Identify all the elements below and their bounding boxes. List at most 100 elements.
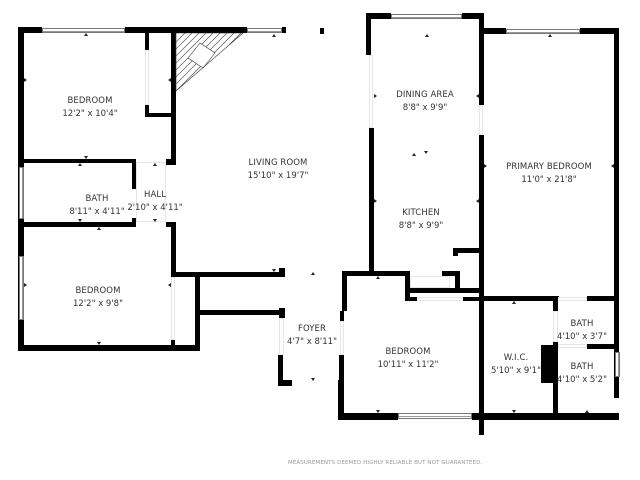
measure-tick	[585, 410, 589, 413]
wall	[405, 297, 417, 301]
wall	[18, 345, 200, 351]
measure-tick	[376, 410, 380, 413]
wall	[171, 340, 175, 348]
wall	[132, 218, 136, 227]
wall	[553, 342, 558, 417]
wall	[455, 271, 460, 291]
window	[391, 14, 462, 19]
room-dimensions: 8'11" x 4'11"	[69, 207, 125, 217]
wall	[462, 13, 484, 19]
room-dimensions: 2'10" x 4'11"	[127, 203, 183, 213]
wall	[366, 13, 371, 55]
door-opening	[558, 297, 587, 301]
room-label-kitchen: KITCHEN 8'8" x 9'9"	[399, 207, 444, 233]
room-label-hall: HALL 2'10" x 4'11"	[127, 189, 182, 215]
measure-tick	[84, 156, 88, 159]
measure-tick	[153, 163, 157, 166]
room-dimensions: 15'10" x 19'7"	[247, 171, 309, 181]
wall	[614, 28, 619, 398]
room-label-wic: W.I.C. 5'10" x 9'1"	[491, 352, 541, 378]
wall	[472, 413, 619, 420]
measure-tick	[412, 153, 416, 156]
measure-tick	[548, 34, 552, 37]
room-dimensions: 4'10" x 5'2"	[557, 375, 607, 385]
room-name: LIVING ROOM	[248, 158, 308, 168]
room-name: BEDROOM	[67, 96, 113, 106]
wall	[580, 28, 602, 34]
measure-tick	[376, 276, 380, 279]
window	[398, 413, 472, 419]
room-label-bedroom-3: BEDROOM 10'11" x 11'2"	[378, 346, 439, 372]
wall	[342, 271, 347, 311]
wall	[279, 308, 285, 318]
wall	[278, 380, 292, 386]
room-name: BATH	[85, 194, 109, 204]
wall	[198, 310, 285, 315]
door-opening	[479, 105, 483, 135]
measure-tick	[424, 151, 428, 154]
door-opening	[136, 162, 166, 222]
room-dimensions: 10'11" x 11'2"	[377, 360, 439, 370]
room-name: W.I.C.	[503, 353, 529, 363]
room-name: HALL	[143, 190, 167, 200]
wall	[24, 159, 136, 163]
wall	[145, 105, 149, 117]
wall	[442, 271, 460, 276]
wall	[282, 27, 286, 33]
room-label-foyer: FOYER 4'7" x 8'11"	[287, 323, 337, 349]
wall	[278, 355, 283, 385]
room-name: DINING AREA	[396, 90, 454, 100]
door-opening	[558, 344, 587, 348]
door-opening	[369, 55, 373, 128]
measure-tick	[153, 219, 157, 222]
measure-tick	[24, 78, 27, 82]
wall	[320, 28, 324, 34]
measure-tick	[24, 283, 27, 287]
measure-tick	[168, 283, 171, 287]
measure-tick	[97, 227, 101, 230]
room-dimensions: 11'0" x 21'8"	[521, 175, 577, 185]
wall	[338, 413, 398, 420]
wall	[125, 27, 247, 33]
wall	[405, 288, 483, 293]
wall	[166, 159, 176, 165]
wall	[171, 272, 285, 277]
window	[247, 28, 282, 33]
room-name: BEDROOM	[385, 347, 431, 357]
room-name: BATH	[570, 362, 594, 372]
room-label-bath-3: BATH 4'10" x 5'2"	[557, 361, 607, 387]
door-opening	[279, 318, 284, 355]
wall	[18, 27, 42, 33]
room-dimensions: 8'8" x 9'9"	[402, 103, 448, 113]
wall	[366, 13, 391, 19]
room-label-bath-1: BATH 8'11" x 4'11"	[69, 193, 124, 219]
measure-tick	[168, 78, 171, 82]
room-name: KITCHEN	[402, 208, 440, 218]
wall	[340, 311, 344, 321]
wall	[597, 28, 619, 34]
wall	[279, 268, 285, 275]
wall	[587, 296, 619, 301]
measure-tick	[484, 164, 487, 168]
wall	[453, 248, 483, 253]
wall	[463, 297, 483, 301]
wall	[541, 345, 555, 383]
measure-tick	[512, 301, 516, 304]
room-dimensions: 8'8" x 9'9"	[398, 221, 444, 231]
window	[506, 29, 580, 34]
window	[42, 28, 125, 33]
room-dimensions: 12'2" x 10'4"	[62, 109, 118, 119]
wall	[171, 33, 176, 163]
window	[19, 167, 24, 219]
wall	[342, 271, 409, 276]
room-name: BEDROOM	[75, 286, 121, 296]
measure-tick	[311, 378, 315, 381]
measure-tick	[611, 164, 614, 168]
door-opening	[553, 311, 558, 342]
measure-tick	[512, 410, 516, 413]
door-opening	[145, 50, 149, 105]
measure-tick	[374, 199, 377, 203]
measure-tick	[272, 269, 276, 272]
room-dimensions: 12'2" x 9'8"	[73, 299, 123, 309]
